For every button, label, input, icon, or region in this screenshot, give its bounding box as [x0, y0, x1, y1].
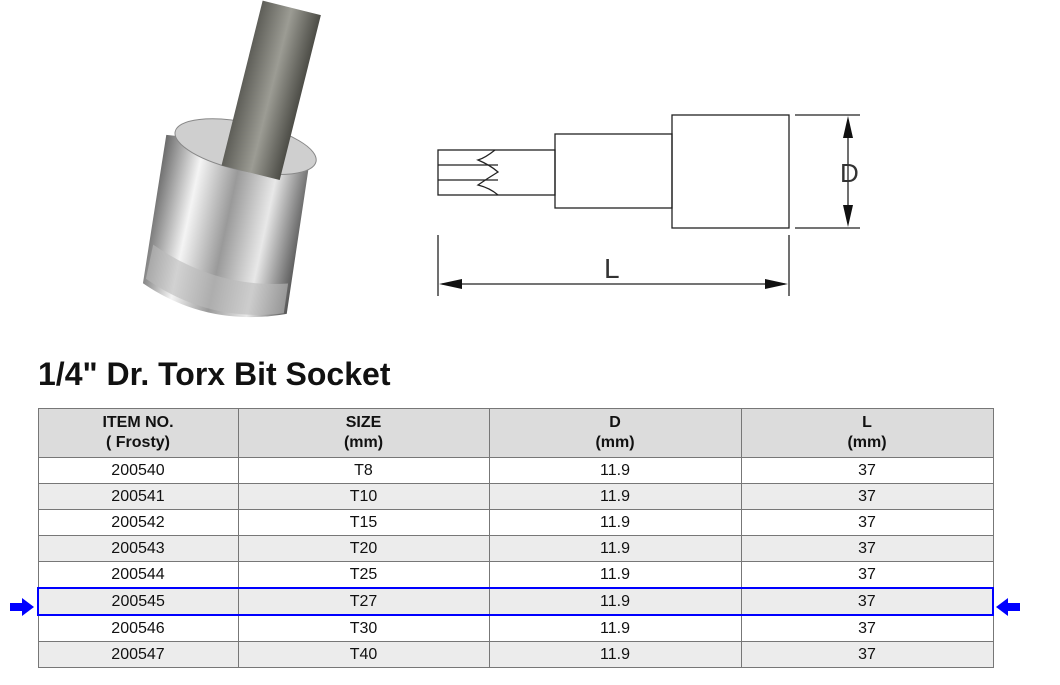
l-cell: 37 [740, 483, 994, 510]
size-cell: T27 [237, 587, 490, 616]
product-photo [142, 0, 321, 318]
page-title: 1/4" Dr. Torx Bit Socket [38, 356, 391, 392]
l-cell: 37 [740, 614, 994, 642]
header-size: SIZE (mm) [237, 408, 490, 458]
l-cell: 37 [740, 587, 994, 616]
item-no-cell: 200544 [37, 561, 239, 589]
item-no-cell: 200542 [37, 509, 239, 536]
d-cell: 11.9 [488, 483, 742, 510]
d-cell: 11.9 [488, 614, 742, 642]
size-cell: T30 [237, 614, 490, 642]
header-d: D (mm) [488, 408, 742, 458]
item-no-cell: 200547 [37, 641, 239, 668]
size-cell: T15 [237, 509, 490, 536]
item-no-cell: 200546 [37, 614, 239, 642]
l-cell: 37 [740, 561, 994, 589]
size-cell: T10 [237, 483, 490, 510]
technical-drawing: D L [437, 114, 860, 296]
item-no-cell: 200545 [37, 587, 239, 616]
header-line: ITEM NO. [102, 414, 174, 431]
head-outline [671, 114, 790, 229]
diameter-label: D [840, 158, 859, 188]
spec-table: ITEM NO. ( Frosty) SIZE (mm) D (mm) L (mm) 2… [37, 408, 994, 668]
d-cell: 11.9 [488, 587, 742, 616]
d-cell: 11.9 [488, 561, 742, 589]
header-line: (mm) [595, 434, 635, 451]
item-no-cell: 200543 [37, 535, 239, 562]
header-item-no: ITEM NO. ( Frosty) [37, 408, 239, 458]
header-line: (mm) [847, 434, 887, 451]
size-cell: T20 [237, 535, 490, 562]
l-cell: 37 [740, 509, 994, 536]
header-line: D [609, 414, 621, 431]
l-cell: 37 [740, 535, 994, 562]
table-header-row: ITEM NO. ( Frosty) SIZE (mm) D (mm) L (mm) [37, 408, 994, 458]
header-line: SIZE [345, 414, 382, 431]
length-label: L [604, 253, 620, 284]
size-cell: T8 [237, 457, 490, 484]
socket-photo [142, 0, 321, 318]
d-cell: 11.9 [488, 457, 742, 484]
row-pointer-left-icon [996, 598, 1020, 616]
d-cell: 11.9 [488, 509, 742, 536]
header-l: L (mm) [740, 408, 994, 458]
shank-outline [554, 133, 673, 209]
item-no-cell: 200541 [37, 483, 239, 510]
l-cell: 37 [740, 457, 994, 484]
size-cell: T25 [237, 561, 490, 589]
dimension-arrows [439, 116, 853, 289]
l-cell: 37 [740, 641, 994, 668]
item-no-cell: 200540 [37, 457, 239, 484]
d-cell: 11.9 [488, 641, 742, 668]
header-line: (mm) [343, 434, 384, 451]
row-pointer-right-icon [10, 598, 34, 616]
header-line: ( Frosty) [106, 434, 170, 451]
header-line: L [862, 414, 872, 431]
d-cell: 11.9 [488, 535, 742, 562]
size-cell: T40 [237, 641, 490, 668]
